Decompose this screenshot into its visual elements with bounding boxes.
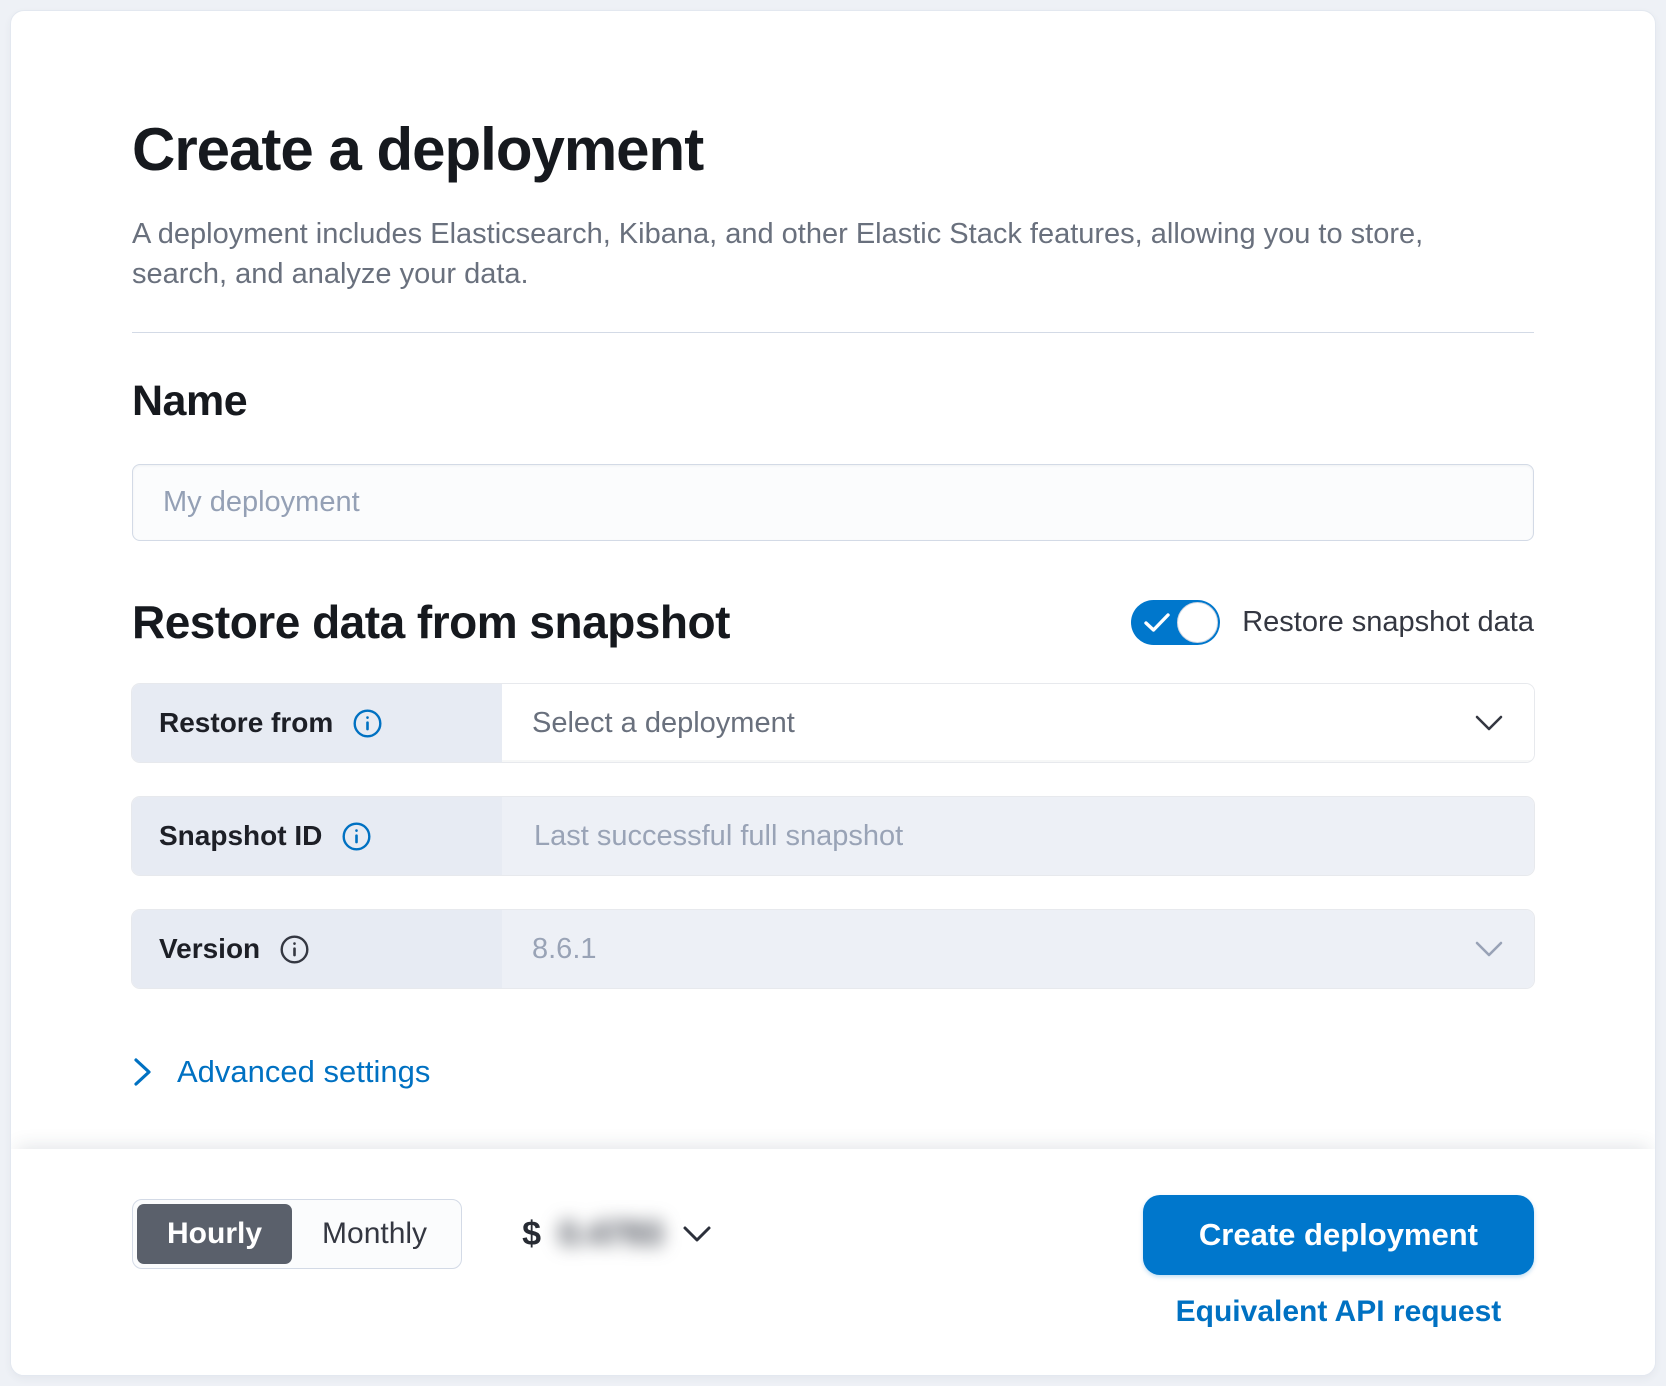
chevron-down-icon (1474, 939, 1504, 959)
name-section-heading: Name (132, 377, 248, 425)
snapshot-id-row: Snapshot ID (132, 797, 1534, 875)
check-icon (1144, 612, 1170, 633)
page-subtitle: A deployment includes Elasticsearch, Kib… (132, 218, 1424, 290)
price-currency: $ (522, 1214, 541, 1253)
main-content: Create a deployment A deployment include… (11, 11, 1655, 1149)
chevron-down-icon (1474, 713, 1504, 733)
deployment-name-input[interactable] (132, 464, 1534, 541)
advanced-settings-link[interactable]: Advanced settings (132, 1054, 430, 1090)
chevron-down-icon (681, 1223, 713, 1245)
restore-toggle-group: Restore snapshot data (1131, 599, 1534, 645)
price-dropdown[interactable]: $ 0.4793 (522, 1215, 713, 1254)
restore-section-heading: Restore data from snapshot (132, 596, 730, 648)
page-title: Create a deployment (132, 116, 704, 183)
restore-toggle-label: Restore snapshot data (1242, 605, 1534, 638)
bottom-bar: Hourly Monthly $ 0.4793 Create deploymen… (11, 1149, 1655, 1375)
create-deployment-button[interactable]: Create deployment (1142, 1195, 1534, 1275)
price-amount-blurred: 0.4793 (558, 1214, 663, 1253)
chevron-right-icon (132, 1056, 153, 1088)
toggle-knob (1177, 601, 1219, 643)
monthly-button[interactable]: Monthly (292, 1204, 457, 1264)
restore-section-header: Restore data from snapshot Restore snaps… (132, 595, 1534, 649)
create-deployment-actions: Create deployment Equivalent API request (1142, 1195, 1534, 1329)
info-icon[interactable] (353, 708, 382, 738)
restore-snapshot-toggle[interactable] (1131, 599, 1221, 645)
restore-from-label: Restore from (132, 684, 502, 762)
billing-period-toggle: Hourly Monthly (132, 1199, 463, 1269)
create-deployment-panel: Create a deployment A deployment include… (10, 10, 1656, 1376)
version-label: Version (132, 910, 502, 988)
header-divider (132, 332, 1534, 333)
hourly-button[interactable]: Hourly (137, 1204, 293, 1264)
restore-from-row: Restore from Select a deployment (132, 684, 1534, 762)
snapshot-id-input[interactable] (532, 818, 1504, 854)
restore-from-select[interactable]: Select a deployment (502, 684, 1534, 762)
info-icon[interactable] (342, 821, 371, 851)
version-select[interactable]: 8.6.1 (502, 910, 1534, 988)
info-icon[interactable] (280, 934, 309, 964)
equivalent-api-request-link[interactable]: Equivalent API request (1175, 1295, 1502, 1328)
version-row: Version 8.6.1 (132, 910, 1534, 988)
snapshot-id-label: Snapshot ID (132, 797, 502, 875)
snapshot-id-field (502, 797, 1534, 875)
billing-controls: Hourly Monthly $ 0.4793 (132, 1199, 713, 1269)
